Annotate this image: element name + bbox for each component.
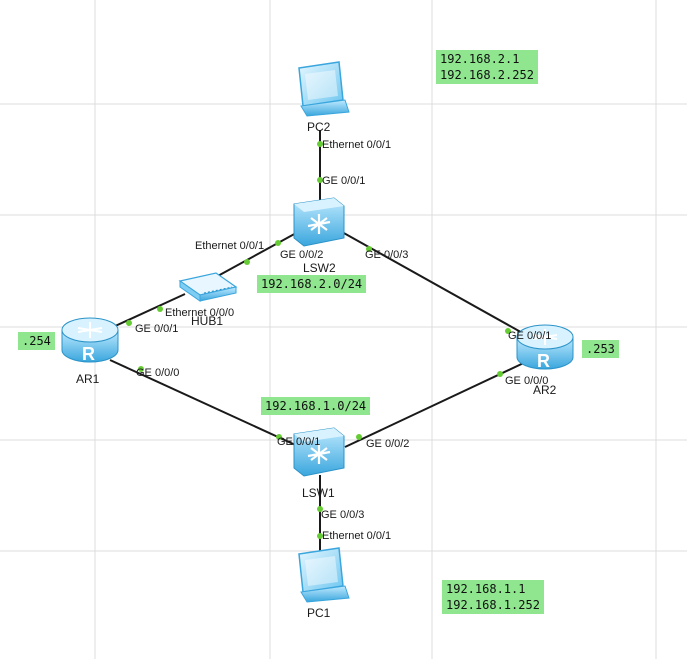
router-icon: R — [61, 317, 119, 364]
hub-icon — [178, 272, 238, 302]
port-label: Ethernet 0/0/1 — [322, 530, 391, 542]
port-label: Ethernet 0/0/0 — [165, 307, 234, 319]
port-label: GE 0/0/3 — [365, 249, 408, 261]
svg-text:R: R — [82, 344, 95, 364]
port-dot — [356, 434, 362, 440]
note-network-192-168-1[interactable]: 192.168.1.0/24 — [261, 397, 371, 415]
link-lsw2-hub1[interactable] — [204, 231, 299, 284]
note-pc1-address[interactable]: 192.168.1.1 192.168.1.252 — [442, 580, 544, 614]
link-ar1-lsw1[interactable] — [109, 359, 303, 449]
port-label: Ethernet 0/0/1 — [195, 240, 264, 252]
port-label: GE 0/0/1 — [135, 323, 178, 335]
port-dot — [497, 371, 503, 377]
device-label-pc1: PC1 — [307, 606, 331, 620]
port-dot — [317, 533, 323, 539]
port-dot — [317, 177, 323, 183]
port-dot — [505, 328, 511, 334]
device-ar2[interactable]: R — [516, 324, 574, 371]
port-label: GE 0/0/1 — [277, 436, 320, 448]
device-lsw2[interactable] — [293, 197, 345, 247]
port-label: GE 0/0/1 — [322, 175, 365, 187]
port-dot — [138, 366, 144, 372]
port-label: GE 0/0/0 — [136, 367, 179, 379]
router-icon: R — [516, 324, 574, 371]
note-ar2-host[interactable]: .253 — [582, 340, 619, 358]
note-network-192-168-2[interactable]: 192.168.2.0/24 — [257, 275, 367, 293]
note-pc2-address[interactable]: 192.168.2.1 192.168.2.252 — [436, 50, 538, 84]
port-dot — [317, 506, 323, 512]
note-ar1-host[interactable]: .254 — [18, 332, 55, 350]
switch-icon — [293, 197, 345, 247]
switch-icon — [293, 427, 345, 477]
device-lsw1[interactable] — [293, 427, 345, 477]
port-dot — [157, 306, 163, 312]
port-label: GE 0/0/2 — [366, 438, 409, 450]
device-label-hub1: HUB1 — [191, 314, 223, 328]
pc-icon — [298, 61, 350, 117]
port-label: Ethernet 0/0/1 — [322, 139, 391, 151]
device-pc1[interactable] — [298, 547, 350, 603]
device-label-ar2: AR2 — [533, 383, 557, 397]
device-hub1[interactable] — [178, 272, 238, 302]
pc-icon — [298, 547, 350, 603]
device-label-lsw1: LSW1 — [302, 486, 335, 500]
device-label-lsw2: LSW2 — [303, 261, 336, 275]
port-dot — [126, 320, 132, 326]
port-dot — [276, 434, 282, 440]
device-label-pc2: PC2 — [307, 120, 331, 134]
port-label: GE 0/0/2 — [280, 249, 323, 261]
device-pc2[interactable] — [298, 61, 350, 117]
port-label: GE 0/0/0 — [505, 375, 548, 387]
port-labels: Ethernet 0/0/1 GE 0/0/1 GE 0/0/2 Etherne… — [135, 139, 551, 542]
link-lsw2-ar2[interactable] — [341, 231, 536, 341]
port-dot — [366, 246, 372, 252]
port-dot — [275, 240, 281, 246]
port-dots — [126, 141, 511, 539]
port-dot — [317, 141, 323, 147]
svg-text:R: R — [537, 351, 550, 371]
port-label: GE 0/0/3 — [321, 509, 364, 521]
port-dot — [244, 259, 250, 265]
device-label-ar1: AR1 — [76, 372, 100, 386]
port-label: GE 0/0/1 — [508, 330, 551, 342]
device-ar1[interactable]: R — [61, 317, 119, 364]
